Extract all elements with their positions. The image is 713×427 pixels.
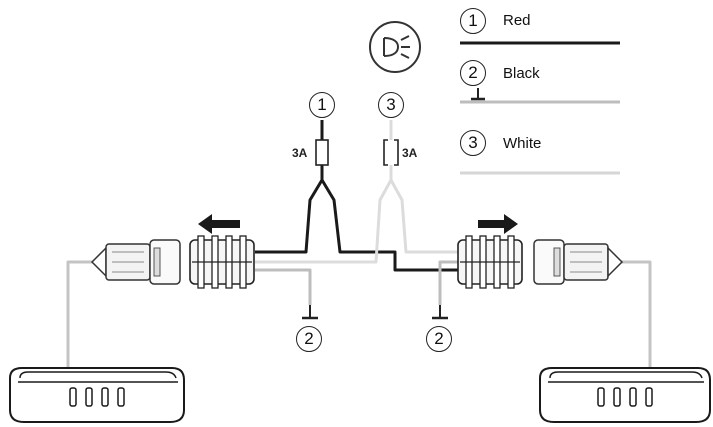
right-lamp-housing — [539, 367, 711, 423]
white-wire — [255, 120, 393, 264]
fuse-red-rating: 3A — [292, 146, 308, 160]
right-connector-male — [533, 239, 624, 285]
left-connector-female — [189, 235, 255, 289]
red-wire — [255, 120, 324, 254]
legend-label-black: Black — [503, 65, 540, 82]
fuse-white-rating: 3A — [402, 146, 418, 160]
legend-label-white: White — [503, 135, 542, 152]
legend-lines — [460, 41, 620, 175]
ground-right-icon — [432, 305, 448, 320]
ground-wire-left — [255, 268, 312, 305]
legend-ground-icon — [471, 88, 485, 101]
arrow-right-icon — [478, 214, 518, 234]
legend-number-3: 3 — [460, 130, 486, 156]
wire-white-callout: 3 — [378, 92, 404, 118]
left-lamp-housing — [9, 367, 185, 423]
legend-number-2: 2 — [460, 60, 486, 86]
white-wire-right — [389, 179, 460, 254]
fuse-red — [315, 139, 329, 166]
ground-right-callout: 2 — [426, 326, 452, 352]
lamp-symbol-icon — [369, 21, 421, 73]
wire-harness — [66, 120, 652, 370]
right-lamp-cable — [612, 260, 652, 370]
wire-red-callout: 1 — [309, 92, 335, 118]
legend-number-1: 1 — [460, 8, 486, 34]
legend-label-red: Red — [503, 12, 531, 29]
ground-left-callout: 2 — [296, 326, 322, 352]
red-wire-right — [320, 179, 460, 272]
left-connector-male — [90, 239, 181, 285]
left-lamp-cable — [66, 260, 100, 370]
fuse-white — [383, 139, 399, 166]
arrow-left-icon — [198, 214, 240, 234]
right-connector-female — [457, 235, 523, 289]
ground-left-icon — [302, 305, 318, 320]
ground-wire-right — [438, 260, 460, 305]
